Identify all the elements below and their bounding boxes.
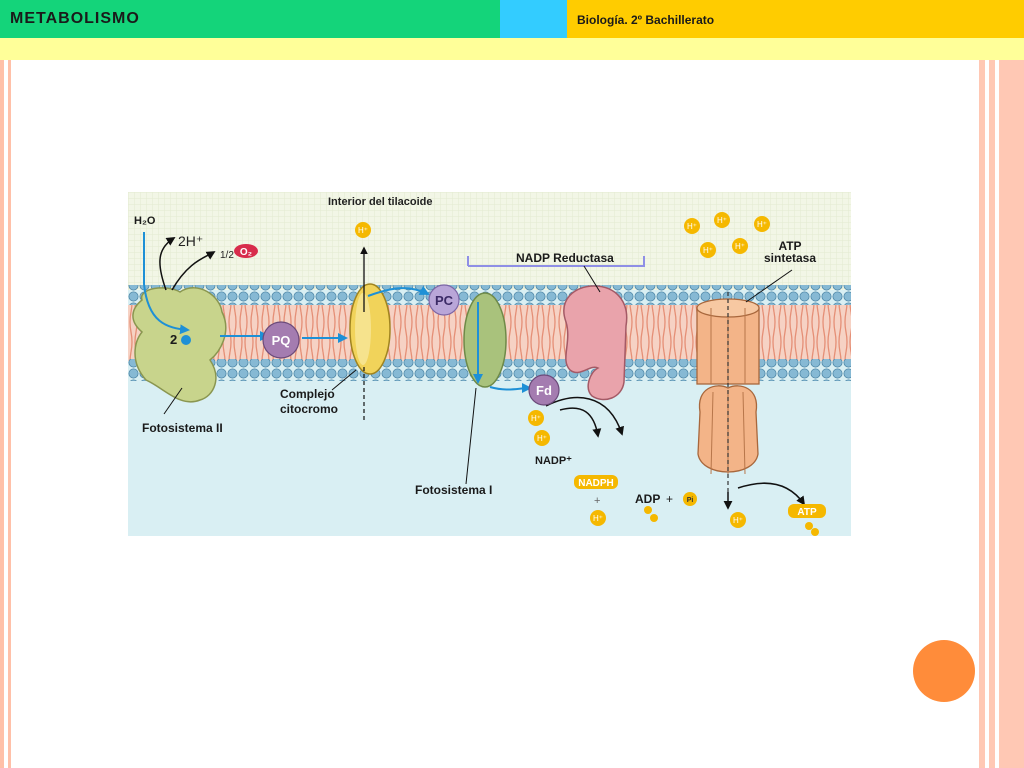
slide-subtitle: Biología. 2º Bachillerato bbox=[577, 13, 715, 27]
photosystem-i bbox=[463, 292, 507, 388]
left-border-stripe bbox=[8, 60, 11, 768]
photosystem-ii-label: Fotosistema II bbox=[142, 421, 223, 435]
svg-text:H⁺: H⁺ bbox=[537, 434, 547, 443]
nadph-badge bbox=[574, 475, 618, 489]
h-ion-cluster-lumen: H⁺ H⁺ H⁺ H⁺ H⁺ bbox=[684, 212, 770, 258]
half-label: 1/2 bbox=[220, 250, 234, 261]
interior-label: Interior del tilacoide bbox=[328, 196, 433, 208]
svg-text:H⁺: H⁺ bbox=[703, 246, 713, 255]
cytochrome-label-line2: citocromo bbox=[280, 402, 338, 416]
photosystem-i-label: Fotosistema I bbox=[415, 483, 492, 497]
two-chlorophyll-label: 2 bbox=[170, 332, 177, 347]
svg-text:H⁺: H⁺ bbox=[735, 242, 745, 251]
adp-plus-sign: + bbox=[666, 492, 673, 506]
h-ion-label: H⁺ bbox=[358, 226, 368, 235]
svg-text:H⁺: H⁺ bbox=[593, 514, 603, 523]
svg-text:H⁺: H⁺ bbox=[717, 216, 727, 225]
cytochrome-label-line1: Complejo bbox=[280, 387, 335, 401]
svg-text:H⁺: H⁺ bbox=[531, 414, 541, 423]
thylakoid-electron-transport-diagram: Interior del tilacoide H₂O 2H⁺ 1/2 O₂ H⁺… bbox=[128, 192, 851, 536]
h2o-label: H₂O bbox=[134, 215, 156, 227]
pq-carrier bbox=[262, 321, 300, 359]
nadp-plus-label: NADP⁺ bbox=[535, 455, 572, 467]
slide-title: METABOLISMO bbox=[10, 10, 140, 27]
right-border-stripe bbox=[989, 60, 995, 768]
lumen-region bbox=[128, 192, 851, 290]
decorative-circle bbox=[913, 640, 975, 702]
svg-text:H⁺: H⁺ bbox=[687, 222, 697, 231]
nadp-reductase bbox=[563, 285, 628, 401]
fd-carrier bbox=[528, 374, 560, 406]
bracket-line bbox=[468, 256, 645, 267]
pc-label: PC bbox=[435, 293, 454, 308]
pi-label: Pi bbox=[687, 497, 694, 504]
header-band bbox=[0, 38, 1024, 60]
atp-synthase-label-line2: sintetasa bbox=[764, 251, 816, 265]
nadph-label: NADPH bbox=[578, 478, 614, 489]
o2-label: O₂ bbox=[240, 247, 252, 258]
header-accent-bar bbox=[500, 0, 567, 38]
fd-label: Fd bbox=[536, 383, 552, 398]
atp-label: ATP bbox=[797, 507, 817, 518]
left-border-stripe bbox=[0, 60, 4, 768]
adp-label: ADP bbox=[635, 492, 660, 506]
h-ion-cluster-stroma: H⁺ H⁺ H⁺ H⁺ bbox=[528, 410, 746, 528]
svg-text:H⁺: H⁺ bbox=[733, 516, 743, 525]
atp-badge bbox=[788, 504, 826, 518]
atp-synthase-label-line1: ATP bbox=[778, 239, 801, 253]
h-ion bbox=[355, 222, 371, 238]
plus-sign: + bbox=[594, 495, 600, 507]
nadp-reductase-label: NADP Reductasa bbox=[516, 251, 614, 265]
svg-text:H⁺: H⁺ bbox=[757, 220, 767, 229]
header-title-bar bbox=[0, 0, 500, 38]
o2-badge bbox=[234, 244, 258, 258]
pc-carrier bbox=[428, 284, 460, 316]
leader-line bbox=[163, 387, 183, 415]
right-border-stripe bbox=[979, 60, 985, 768]
header-subtitle-bar bbox=[567, 0, 1024, 38]
pq-label: PQ bbox=[272, 333, 291, 348]
two-h-plus-label: 2H⁺ bbox=[178, 233, 203, 249]
electron-flow-path bbox=[143, 232, 190, 335]
right-border-stripe bbox=[999, 60, 1024, 768]
